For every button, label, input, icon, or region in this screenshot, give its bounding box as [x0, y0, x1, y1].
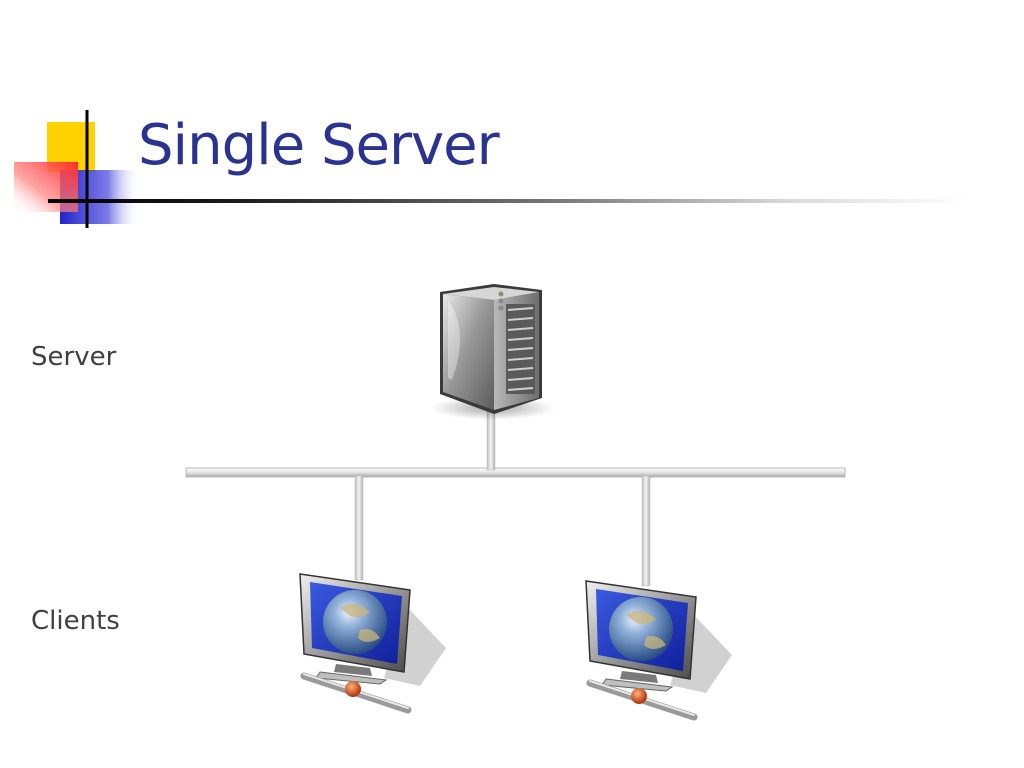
server-icon: [431, 284, 555, 420]
globe-icon: [323, 590, 387, 654]
logo-red-square: [14, 162, 78, 212]
page-title: Single Server: [138, 113, 500, 178]
client-1-workstation-icon: [299, 573, 446, 714]
clients-label: Clients: [31, 606, 120, 636]
title-underline: [48, 199, 968, 203]
server-label: Server: [31, 342, 117, 372]
network-bus: [185, 467, 846, 478]
globe-icon: [609, 597, 673, 661]
server-connector: [486, 411, 496, 471]
client-2-workstation-icon: [585, 580, 732, 721]
client-1-connector: [354, 475, 364, 581]
client-2-connector: [641, 475, 651, 587]
